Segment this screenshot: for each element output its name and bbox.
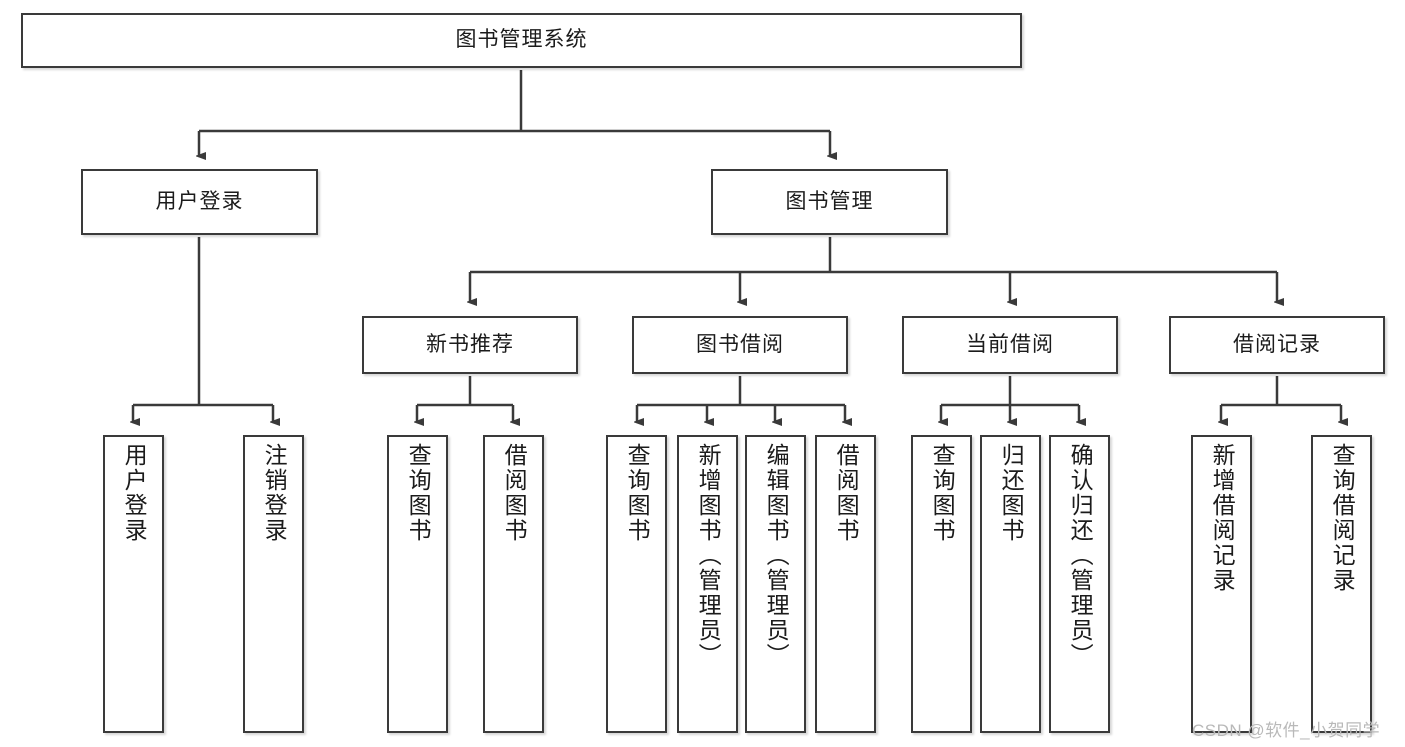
node-new-book-recommend[interactable]: 新书推荐 bbox=[362, 316, 578, 374]
leaf-borrow-book-recommend-label: 借阅图书 bbox=[501, 443, 528, 543]
leaf-edit-book-admin[interactable]: 编辑图书（管理员） bbox=[745, 435, 806, 733]
leaf-query-book-borrow-label: 查询图书 bbox=[624, 443, 651, 543]
leaf-confirm-return-admin[interactable]: 确认归还（管理员） bbox=[1049, 435, 1110, 733]
leaf-query-book-borrow[interactable]: 查询图书 bbox=[606, 435, 667, 733]
leaf-confirm-return-admin-label: 确认归还（管理员） bbox=[1067, 443, 1094, 668]
leaf-add-book-admin-label: 新增图书（管理员） bbox=[695, 443, 722, 668]
leaf-borrow-book[interactable]: 借阅图书 bbox=[815, 435, 876, 733]
leaf-query-book-current[interactable]: 查询图书 bbox=[911, 435, 972, 733]
leaf-borrow-book-label: 借阅图书 bbox=[833, 443, 860, 543]
leaf-borrow-book-recommend[interactable]: 借阅图书 bbox=[483, 435, 544, 733]
node-book-borrow[interactable]: 图书借阅 bbox=[632, 316, 848, 374]
node-user-login[interactable]: 用户登录 bbox=[81, 169, 318, 235]
leaf-edit-book-admin-label: 编辑图书（管理员） bbox=[763, 443, 790, 668]
leaf-query-borrow-record-label: 查询借阅记录 bbox=[1329, 443, 1356, 593]
node-root[interactable]: 图书管理系统 bbox=[21, 13, 1022, 68]
node-root-label: 图书管理系统 bbox=[455, 28, 588, 52]
node-borrow-record-label: 借阅记录 bbox=[1233, 332, 1321, 356]
leaf-return-book-label: 归还图书 bbox=[998, 443, 1025, 543]
node-book-management-label: 图书管理 bbox=[785, 189, 874, 213]
leaf-logout[interactable]: 注销登录 bbox=[243, 435, 304, 733]
leaf-query-borrow-record[interactable]: 查询借阅记录 bbox=[1311, 435, 1372, 733]
leaf-user-login-label: 用户登录 bbox=[121, 443, 148, 543]
leaf-return-book[interactable]: 归还图书 bbox=[980, 435, 1041, 733]
node-new-book-recommend-label: 新书推荐 bbox=[426, 332, 514, 356]
leaf-add-borrow-record[interactable]: 新增借阅记录 bbox=[1191, 435, 1252, 733]
watermark-text: CSDN @软件_小贺同学 bbox=[1192, 721, 1381, 740]
leaf-query-book-recommend-label: 查询图书 bbox=[405, 443, 432, 543]
leaf-query-book-current-label: 查询图书 bbox=[929, 443, 956, 543]
node-book-management[interactable]: 图书管理 bbox=[711, 169, 948, 235]
node-book-borrow-label: 图书借阅 bbox=[696, 332, 784, 356]
leaf-add-borrow-record-label: 新增借阅记录 bbox=[1209, 443, 1236, 593]
node-user-login-label: 用户登录 bbox=[155, 189, 244, 213]
leaf-query-book-recommend[interactable]: 查询图书 bbox=[387, 435, 448, 733]
leaf-add-book-admin[interactable]: 新增图书（管理员） bbox=[677, 435, 738, 733]
node-borrow-record[interactable]: 借阅记录 bbox=[1169, 316, 1385, 374]
node-current-borrow[interactable]: 当前借阅 bbox=[902, 316, 1118, 374]
node-current-borrow-label: 当前借阅 bbox=[966, 332, 1054, 356]
leaf-user-login[interactable]: 用户登录 bbox=[103, 435, 164, 733]
leaf-logout-label: 注销登录 bbox=[261, 443, 288, 543]
